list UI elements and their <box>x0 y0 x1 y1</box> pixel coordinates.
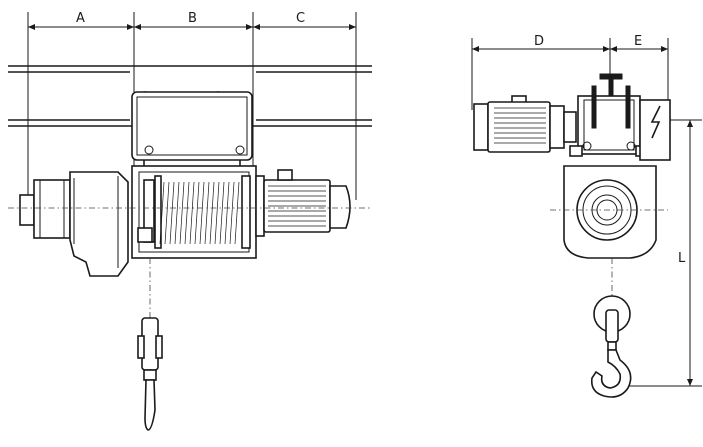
hoist-housing-side <box>550 165 668 259</box>
trolley-side <box>569 85 649 157</box>
drum-grooves <box>159 181 240 245</box>
lightning-icon <box>650 105 661 139</box>
dimension-abc: A B C <box>27 11 357 200</box>
travel-motor <box>473 95 577 153</box>
side-view: D E L <box>471 34 702 398</box>
dim-label-l: L <box>678 251 686 266</box>
dimension-de: D E <box>471 34 669 110</box>
gearbox <box>19 171 129 277</box>
trolley <box>131 91 253 170</box>
dim-label-c: C <box>296 11 305 26</box>
dimension-l: L <box>622 119 702 387</box>
rope-drum <box>131 165 257 259</box>
front-view: A B C <box>8 11 372 431</box>
dim-label-e: E <box>634 34 642 49</box>
dim-label-a: A <box>76 11 85 26</box>
electrical-box <box>639 99 671 161</box>
dim-label-d: D <box>534 34 544 49</box>
hook-front-view <box>590 258 632 398</box>
dim-label-b: B <box>188 11 197 26</box>
hoist-motor <box>255 169 351 237</box>
hook-side-view <box>137 317 163 431</box>
